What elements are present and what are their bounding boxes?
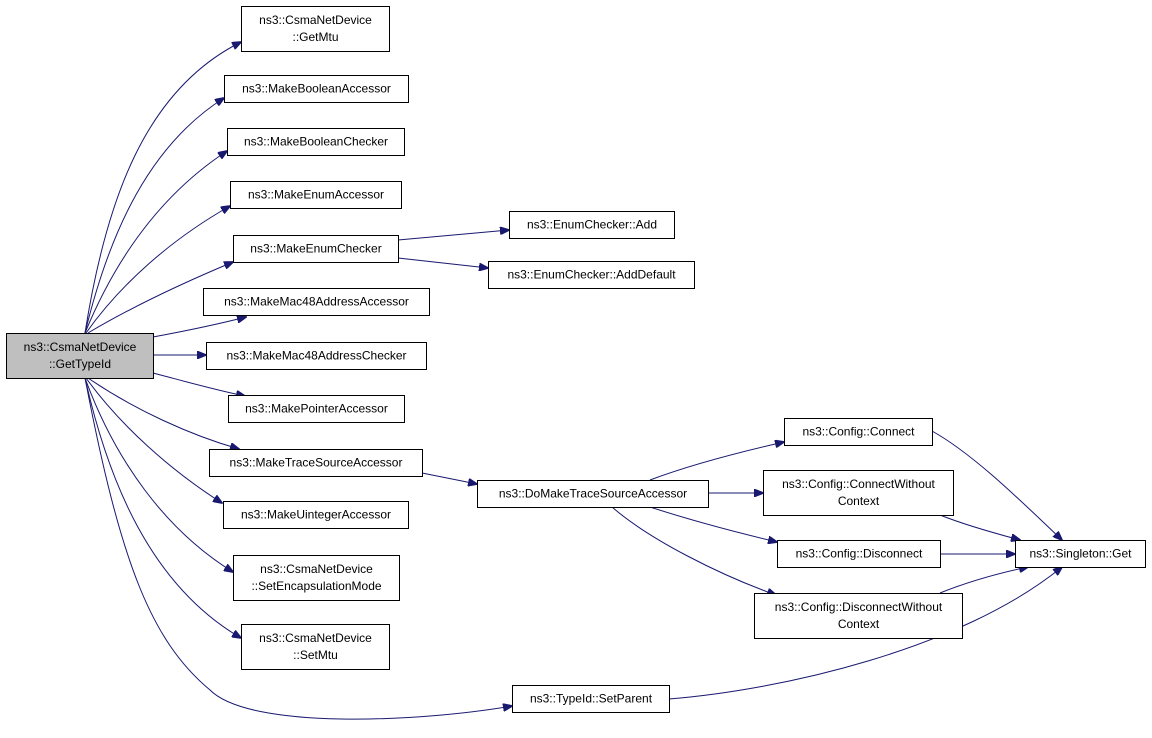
node-box[interactable] [241,6,390,52]
node-label: ns3::CsmaNetDevice [259,631,372,645]
node-label: ns3::EnumChecker::Add [527,218,657,232]
node-box[interactable] [228,395,405,423]
node-label: ns3::MakeUintegerAccessor [241,508,391,522]
edge-root-to-mkboolchk [84,151,227,334]
edge-domaketrace-to-cfgdisconnect [649,506,777,542]
edge-root-to-getmtu [84,42,241,334]
nodes-layer: ns3::CsmaNetDevice::GetTypeIdns3::CsmaNe… [6,6,1146,713]
node-cfgdisconnect[interactable]: ns3::Config::Disconnect [777,540,941,568]
node-label: Context [838,494,880,508]
node-setmtu[interactable]: ns3::CsmaNetDevice::SetMtu [241,624,390,670]
edge-root-to-setmtu [84,377,241,638]
node-mkenumchk[interactable]: ns3::MakeEnumChecker [233,235,399,263]
node-label: ns3::MakePointerAccessor [245,402,388,416]
node-box[interactable] [763,470,954,516]
node-label: ::SetEncapsulationMode [251,579,381,593]
edge-root-to-mkptracc [152,372,245,396]
node-singletonget[interactable]: ns3::Singleton::Get [1015,540,1146,568]
node-mktraceacc[interactable]: ns3::MakeTraceSourceAccessor [209,449,423,477]
edge-root-to-mkenumacc [85,206,230,334]
node-label: ns3::MakeEnumChecker [250,242,381,256]
node-box[interactable] [233,555,400,601]
node-box[interactable] [233,235,399,263]
node-box[interactable] [6,333,154,379]
node-label: ::GetTypeId [49,357,111,371]
node-box[interactable] [1015,540,1146,568]
node-label: ns3::DoMakeTraceSourceAccessor [499,487,687,501]
node-label: ns3::CsmaNetDevice [259,13,372,27]
node-mkmacchk[interactable]: ns3::MakeMac48AddressChecker [206,342,427,370]
node-label: ns3::MakeMac48AddressAccessor [224,295,409,309]
edge-root-to-mkboolacc [84,98,224,334]
node-label: ns3::MakeEnumAccessor [248,188,384,202]
edge-domaketrace-to-cfgdisconnectwo [611,506,776,595]
node-label: ns3::MakeMac48AddressChecker [226,349,406,363]
node-cfgconnect[interactable]: ns3::Config::Connect [784,418,933,446]
node-mkboolchk[interactable]: ns3::MakeBooleanChecker [227,128,405,156]
node-box[interactable] [230,181,402,209]
edge-root-to-setencap [84,377,233,572]
edges-layer [84,42,1062,720]
node-box[interactable] [241,624,390,670]
node-label: ns3::CsmaNetDevice [260,562,373,576]
node-label: ns3::Config::ConnectWithout [782,477,935,491]
node-label: ns3::Config::Connect [802,425,915,439]
node-label: ns3::EnumChecker::AddDefault [507,268,676,282]
node-box[interactable] [488,261,695,289]
node-box[interactable] [777,540,941,568]
edge-root-to-mkmacacc [152,317,246,338]
node-mkuintacc[interactable]: ns3::MakeUintegerAccessor [223,501,409,529]
node-box[interactable] [203,288,430,316]
node-enumadddef[interactable]: ns3::EnumChecker::AddDefault [488,261,695,289]
node-box[interactable] [206,342,427,370]
node-domaketrace[interactable]: ns3::DoMakeTraceSourceAccessor [477,480,709,508]
node-root[interactable]: ns3::CsmaNetDevice::GetTypeId [6,333,154,379]
node-box[interactable] [509,211,675,239]
node-label: ns3::Singleton::Get [1029,547,1132,561]
edge-domaketrace-to-cfgconnect [649,442,784,481]
node-box[interactable] [224,75,409,103]
node-box[interactable] [477,480,709,508]
node-label: ::SetMtu [293,648,338,662]
edge-cfgconnect-to-singletonget [931,430,1062,540]
edge-mkenumchk-to-enumadd [397,230,509,241]
node-box[interactable] [227,128,405,156]
node-label: ns3::Config::DisconnectWithout [775,600,943,614]
edge-root-to-mktraceacc [87,377,239,449]
node-label: ns3::MakeBooleanChecker [244,135,388,149]
node-label: ns3::MakeBooleanAccessor [242,82,391,96]
edge-root-to-mkuintacc [85,377,222,503]
node-mkmacacc[interactable]: ns3::MakeMac48AddressAccessor [203,288,430,316]
edge-mkenumchk-to-enumadddef [397,257,488,268]
edge-cfgconnectwo-to-singletonget [939,514,1020,540]
node-box[interactable] [784,418,933,446]
node-setparent[interactable]: ns3::TypeId::SetParent [512,685,670,713]
node-mkboolacc[interactable]: ns3::MakeBooleanAccessor [224,75,409,103]
node-label: ns3::TypeId::SetParent [530,692,653,706]
edge-root-to-mkenumchk [87,262,233,334]
node-label: ns3::Config::Disconnect [796,547,923,561]
edge-cfgdisconnectwo-to-singletonget [939,567,1028,594]
node-box[interactable] [209,449,423,477]
node-label: ns3::CsmaNetDevice [24,340,137,354]
node-label: ::GetMtu [292,30,338,44]
node-box[interactable] [754,593,963,639]
node-label: ns3::MakeTraceSourceAccessor [230,456,403,470]
node-mkptracc[interactable]: ns3::MakePointerAccessor [228,395,405,423]
node-box[interactable] [223,501,409,529]
node-label: Context [838,617,880,631]
node-setencap[interactable]: ns3::CsmaNetDevice::SetEncapsulationMode [233,555,400,601]
edge-root-to-setparent [84,377,512,720]
node-enumadd[interactable]: ns3::EnumChecker::Add [509,211,675,239]
node-mkenumacc[interactable]: ns3::MakeEnumAccessor [230,181,402,209]
node-getmtu[interactable]: ns3::CsmaNetDevice::GetMtu [241,6,390,52]
edge-mktraceacc-to-domaketrace [421,472,477,484]
edge-setparent-to-singletonget [668,567,1062,700]
node-box[interactable] [512,685,670,713]
